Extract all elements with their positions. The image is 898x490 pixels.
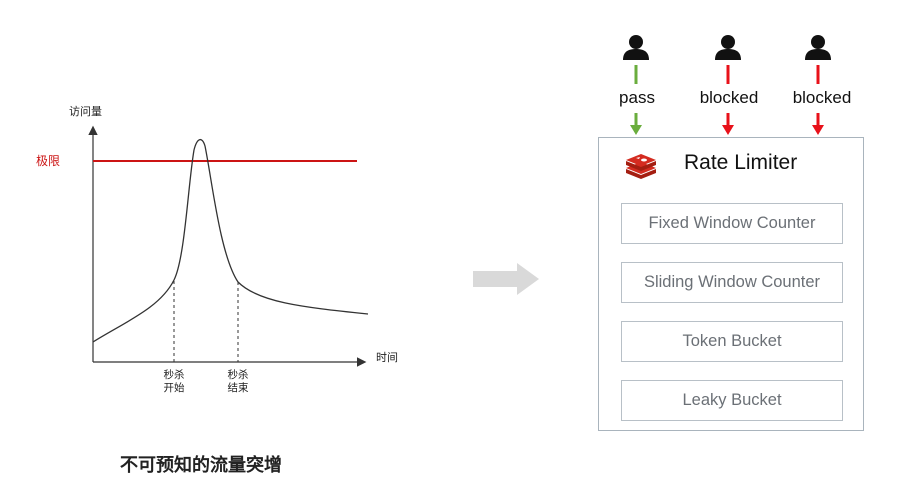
redis-logo-icon xyxy=(626,154,656,179)
algorithm-sliding-window-counter: Sliding Window Counter xyxy=(621,262,843,303)
rate-limiter-title: Rate Limiter xyxy=(684,151,798,174)
user-icon xyxy=(715,35,741,60)
algorithm-leaky-bucket: Leaky Bucket xyxy=(621,380,843,421)
flow-arrow xyxy=(473,263,539,295)
request-label-blocked: blocked xyxy=(792,88,852,107)
marker-start-label-2: 开始 xyxy=(164,381,185,394)
x-axis-label: 时间 xyxy=(376,351,398,364)
user-icon xyxy=(805,35,831,60)
user-icon xyxy=(623,35,649,60)
algorithm-token-bucket: Token Bucket xyxy=(621,321,843,362)
limit-label: 极限 xyxy=(36,154,60,168)
marker-end-label-1: 秒杀 xyxy=(228,368,249,381)
pass-arrow xyxy=(630,113,642,135)
marker-end-label-2: 结束 xyxy=(228,381,249,394)
algorithm-fixed-window-counter: Fixed Window Counter xyxy=(621,203,843,244)
chart-caption: 不可预知的流量突增 xyxy=(120,455,282,476)
y-axis-label: 访问量 xyxy=(69,105,102,118)
request-label-blocked: blocked xyxy=(699,88,759,107)
blocked-arrow xyxy=(722,113,734,135)
request-label-pass: pass xyxy=(619,88,655,107)
marker-start-label-1: 秒杀 xyxy=(164,368,185,381)
blocked-arrow xyxy=(812,113,824,135)
traffic-curve xyxy=(92,139,369,343)
